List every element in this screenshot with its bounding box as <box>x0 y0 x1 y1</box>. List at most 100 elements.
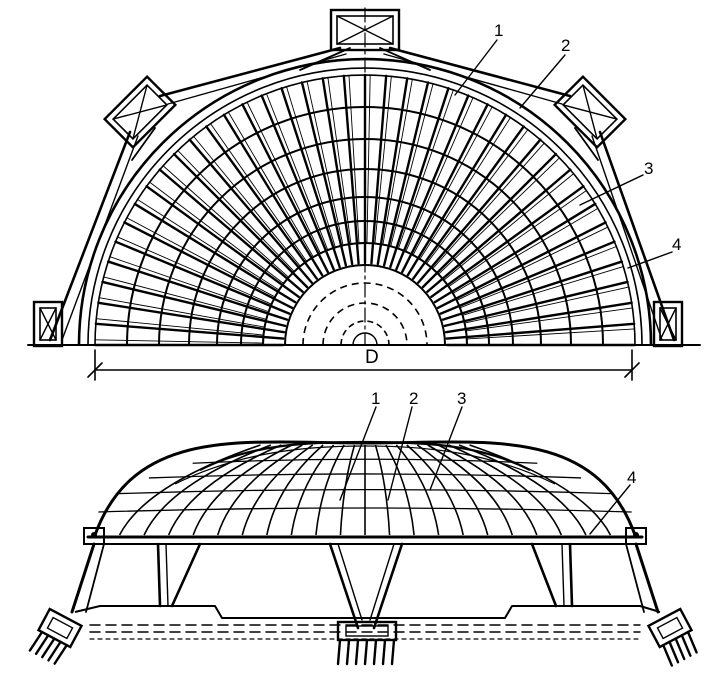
radial-rib-13 <box>222 113 324 277</box>
radial-rib-edge-10 <box>177 150 295 272</box>
leader-elev-2 <box>387 406 413 501</box>
support-base-right-outer <box>652 300 684 348</box>
dome-meridian-9 <box>315 444 345 536</box>
radial-rib-edge-2 <box>98 297 266 328</box>
radial-rib-edge-4 <box>109 256 270 313</box>
dome-meridian-18 <box>437 444 538 536</box>
dome-meridian-8 <box>290 444 335 536</box>
radial-rib-30 <box>421 152 558 289</box>
leader-elev-4 <box>589 484 631 535</box>
radial-rib-25 <box>395 94 470 271</box>
support-base-left-x2 <box>39 307 57 341</box>
dome-crown-band <box>199 440 531 471</box>
strut-left-down <box>48 130 132 342</box>
pile-center-4 <box>372 638 378 666</box>
anchor-left <box>28 607 84 665</box>
radial-rib-edge-39 <box>466 328 635 340</box>
dimension-tick-right <box>624 362 640 378</box>
dome-meridian-2 <box>143 444 272 536</box>
radial-rib-edge-17 <box>306 80 344 246</box>
anchor-left-pile-1 <box>34 634 50 655</box>
radial-rib-3 <box>101 280 287 328</box>
radial-rib-edge-18 <box>327 77 352 245</box>
plan-callout-3: 3 <box>644 159 654 178</box>
radial-rib-6 <box>123 221 294 309</box>
dimension-tick-left <box>87 362 103 378</box>
column-left-inner <box>85 543 105 613</box>
brace-r1 <box>574 127 599 161</box>
anchor-right-pile-4 <box>686 630 698 654</box>
brace-t2 <box>379 47 431 71</box>
support-base-left-outer <box>32 300 64 348</box>
support-top-x2 <box>336 15 394 45</box>
pile-center-2 <box>354 638 360 666</box>
bearing-left-pin <box>91 532 97 538</box>
radial-rib-19 <box>342 74 360 265</box>
dome-meridian-20 <box>458 444 587 536</box>
radial-rib-12 <box>205 125 319 280</box>
radial-rib-edge-32 <box>448 190 587 288</box>
radial-rib-edge-1 <box>95 318 264 336</box>
column-left-outer <box>70 542 96 614</box>
post-left-a <box>156 542 162 608</box>
radial-rib-edge-31 <box>443 173 575 281</box>
anchor-left-pile-3 <box>47 640 62 662</box>
radial-rib-edge-23 <box>390 83 434 247</box>
anchor-left-pile-2 <box>41 637 56 659</box>
support-left <box>102 74 178 150</box>
radial-rib-36 <box>441 260 623 321</box>
radial-rib-edge-38 <box>465 307 633 332</box>
radial-rib-edge-27 <box>419 117 511 260</box>
radial-rib-18 <box>321 77 354 266</box>
dome-meridian-16 <box>416 444 489 536</box>
plan-callout-4: 4 <box>672 235 682 254</box>
radial-rib-34 <box>436 221 607 309</box>
radial-rib-10 <box>172 152 309 289</box>
radial-rib-8 <box>145 185 300 299</box>
anchor-left-pile-0 <box>28 630 44 652</box>
leader-plan-4 <box>627 251 673 269</box>
radial-rib-edge-24 <box>397 89 454 250</box>
anchor-right-pile-0 <box>662 643 674 667</box>
radial-rib-31 <box>426 168 572 293</box>
support-right-inner <box>561 83 619 141</box>
radial-rib-5 <box>114 240 291 315</box>
radial-rib-29 <box>417 138 542 284</box>
anchor-right-inner <box>656 616 684 640</box>
dome-meridian-21 <box>469 444 612 536</box>
radial-rib-edge-12 <box>210 123 308 262</box>
radial-rib-7 <box>133 202 297 304</box>
substructure-top <box>74 605 661 619</box>
radial-rib-27 <box>406 113 508 277</box>
anchor-right <box>646 607 698 667</box>
radial-rib-edge-19 <box>348 75 360 244</box>
radial-rib-edge-14 <box>246 101 321 254</box>
leader-elev-1 <box>339 406 377 501</box>
dome-meridian-3 <box>167 444 282 536</box>
radial-rib-11 <box>188 138 313 284</box>
radial-rib-edge-5 <box>117 236 272 305</box>
pile-center-0 <box>336 638 342 666</box>
radial-rib-edge-16 <box>286 86 336 248</box>
radial-rib-22 <box>376 77 409 266</box>
dome-meridian-12 <box>374 444 391 536</box>
radial-rib-edge-13 <box>227 111 314 258</box>
v-strut-right-2 <box>369 543 395 621</box>
radial-rib-9 <box>158 168 304 293</box>
radial-rib-32 <box>430 185 585 299</box>
radial-rib-edge-28 <box>426 129 529 265</box>
plan-view <box>27 7 701 381</box>
dome-meridian-17 <box>427 444 514 536</box>
radial-rib-15 <box>260 94 335 271</box>
radial-rib-38 <box>444 301 633 334</box>
support-base-right-inner <box>659 307 677 341</box>
radial-rib-1 <box>94 322 285 340</box>
elevation-view <box>28 406 698 667</box>
pontoon-center-inner <box>345 625 389 637</box>
support-top-outer <box>329 8 401 52</box>
elevation-callout-3: 3 <box>457 389 467 408</box>
leader-plan-2 <box>519 54 566 109</box>
post-right-a <box>568 542 574 608</box>
brace-t1 <box>299 47 351 71</box>
